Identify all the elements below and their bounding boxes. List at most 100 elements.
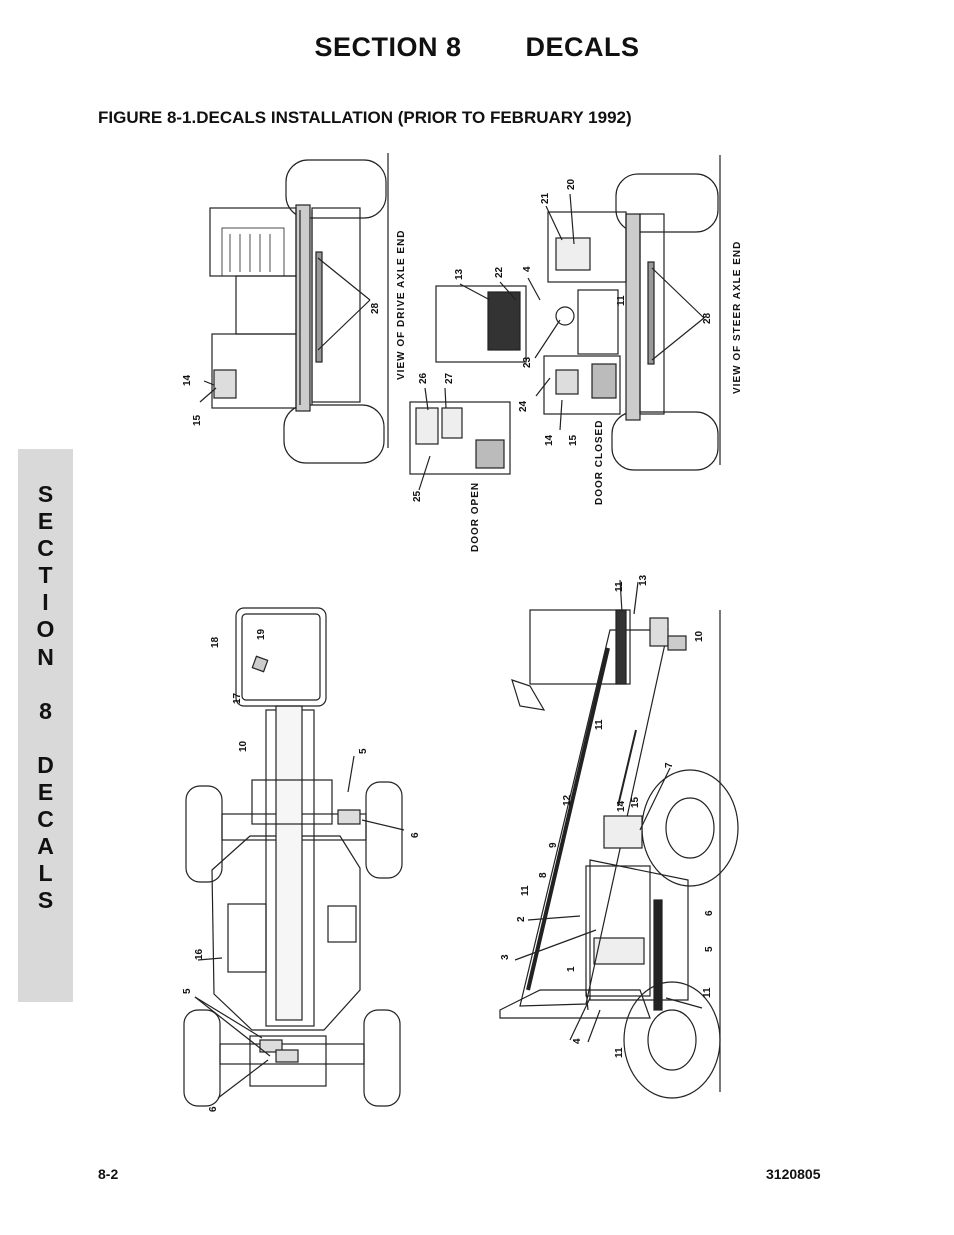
callout-8: 8 xyxy=(538,872,549,878)
side-tab-letter: 8 xyxy=(39,697,52,724)
callout-15-steer: 15 xyxy=(568,434,579,446)
top-rear-block xyxy=(249,1035,327,1087)
drive-decal-strip xyxy=(315,251,323,363)
page-number: 8-2 xyxy=(98,1166,119,1182)
steer-tire-bottom xyxy=(611,411,719,471)
callout-11: 11 xyxy=(616,295,627,306)
decal-10-box xyxy=(667,635,687,651)
side-tab-letter: L xyxy=(38,860,53,887)
side-platform xyxy=(529,609,631,685)
decal-19-box xyxy=(251,655,269,673)
side-tab-letter: A xyxy=(37,833,54,860)
side-tab-letter: I xyxy=(42,589,49,616)
side-tab-letter: O xyxy=(36,616,55,643)
steer-axle-frame xyxy=(639,213,665,415)
side-tab-letters: S E C T I O N 8 D E C A L S xyxy=(18,481,73,915)
callout-15: 15 xyxy=(192,414,203,426)
top-hood-panel xyxy=(227,903,267,973)
callout-26: 26 xyxy=(418,372,429,384)
steer-axle-callouts: 13 22 4 21 20 11 23 24 14 15 28 DOOR CLO… xyxy=(454,178,743,505)
callout-11-boom: 11 xyxy=(594,719,605,730)
fwd-decal-top xyxy=(337,809,361,825)
side-chassis xyxy=(589,859,689,1001)
drive-lower-block xyxy=(211,333,297,409)
decal-14-box xyxy=(213,369,237,399)
callout-11-platform: 11 xyxy=(614,581,625,592)
callout-13-side: 13 xyxy=(638,574,649,586)
steer-tire-top xyxy=(615,173,719,233)
drive-center-block xyxy=(235,275,297,335)
callout-11-chassis: 11 xyxy=(702,987,713,998)
side-tab-letter: T xyxy=(38,562,53,589)
drive-panel xyxy=(209,207,297,277)
callout-9: 9 xyxy=(548,842,559,848)
top-control-box xyxy=(327,905,357,943)
side-tab-letter: C xyxy=(37,535,54,562)
callout-24: 24 xyxy=(518,400,529,412)
callout-23: 23 xyxy=(522,356,533,368)
top-tire-2 xyxy=(365,781,403,879)
steer-upper-block xyxy=(547,211,627,283)
callout-4-side: 4 xyxy=(572,1038,583,1044)
top-turret xyxy=(251,779,333,825)
side-platform-rail xyxy=(511,679,546,711)
callout-18: 18 xyxy=(210,636,221,648)
callout-14-side: 14 xyxy=(616,800,627,812)
side-tab-letter: S xyxy=(37,887,54,914)
open-door-panel xyxy=(409,401,511,475)
top-tire-4 xyxy=(363,1009,401,1107)
side-tire-rear xyxy=(623,981,721,1099)
drive-axle-caption: VIEW OF DRIVE AXLE END xyxy=(396,229,407,380)
callout-6-side: 6 xyxy=(704,910,715,916)
side-control-box xyxy=(603,815,643,849)
top-tire-3 xyxy=(183,1009,221,1107)
side-tab-letter: N xyxy=(37,643,54,670)
door-open-callouts: 25 26 27 DOOR OPEN xyxy=(412,372,481,552)
control-panel xyxy=(221,227,285,277)
side-engine-cover xyxy=(585,865,651,997)
top-axle-rear xyxy=(219,1043,365,1065)
steer-axle-caption: VIEW OF STEER AXLE END xyxy=(732,241,743,394)
side-view-callouts: 13 11 10 11 7 12 14 15 9 8 11 2 3 1 6 5 … xyxy=(500,574,715,1058)
steer-axle-view xyxy=(435,155,721,471)
callout-10-side: 10 xyxy=(694,630,705,642)
callout-22: 22 xyxy=(494,266,505,278)
callout-20: 20 xyxy=(566,178,577,190)
callout-15-side: 15 xyxy=(630,796,641,808)
callout-7: 7 xyxy=(664,762,675,768)
drive-tire-top xyxy=(285,159,387,219)
callout-28: 28 xyxy=(370,302,381,314)
drive-tire-bottom xyxy=(283,404,385,464)
side-tire-front xyxy=(641,769,739,887)
callout-11-rear: 11 xyxy=(614,1047,625,1058)
door-pattern xyxy=(475,439,505,469)
document-number: 3120805 xyxy=(766,1166,821,1182)
decal-21-box xyxy=(555,237,591,271)
callout-16: 16 xyxy=(194,948,205,960)
callout-10-top: 10 xyxy=(238,740,249,752)
decal-14-box-steer xyxy=(555,369,579,395)
callout-14: 14 xyxy=(182,374,193,386)
figure-title: FIGURE 8-1.DECALS INSTALLATION (PRIOR TO… xyxy=(98,108,632,127)
callout-28-steer: 28 xyxy=(702,312,713,324)
drive-axle-housing xyxy=(295,204,311,412)
side-tab-letter: S xyxy=(37,481,54,507)
drive-axle-view xyxy=(199,153,389,464)
callout-4: 4 xyxy=(522,266,533,272)
section-number: SECTION 8 xyxy=(314,32,462,62)
side-tab-letter: D xyxy=(37,751,54,778)
callout-14-steer: 14 xyxy=(544,434,555,446)
callout-5-top: 5 xyxy=(358,748,369,754)
callout-13: 13 xyxy=(454,268,465,280)
callout-17: 17 xyxy=(232,692,243,704)
callout-12: 12 xyxy=(562,794,573,806)
callout-21: 21 xyxy=(540,192,551,204)
callout-6-top: 6 xyxy=(410,832,421,838)
callout-6-rear: 6 xyxy=(208,1106,219,1112)
side-tab-letter: E xyxy=(37,779,54,806)
side-base xyxy=(499,989,651,1019)
callout-5-side: 5 xyxy=(704,946,715,952)
steer-boom-end xyxy=(435,285,527,363)
